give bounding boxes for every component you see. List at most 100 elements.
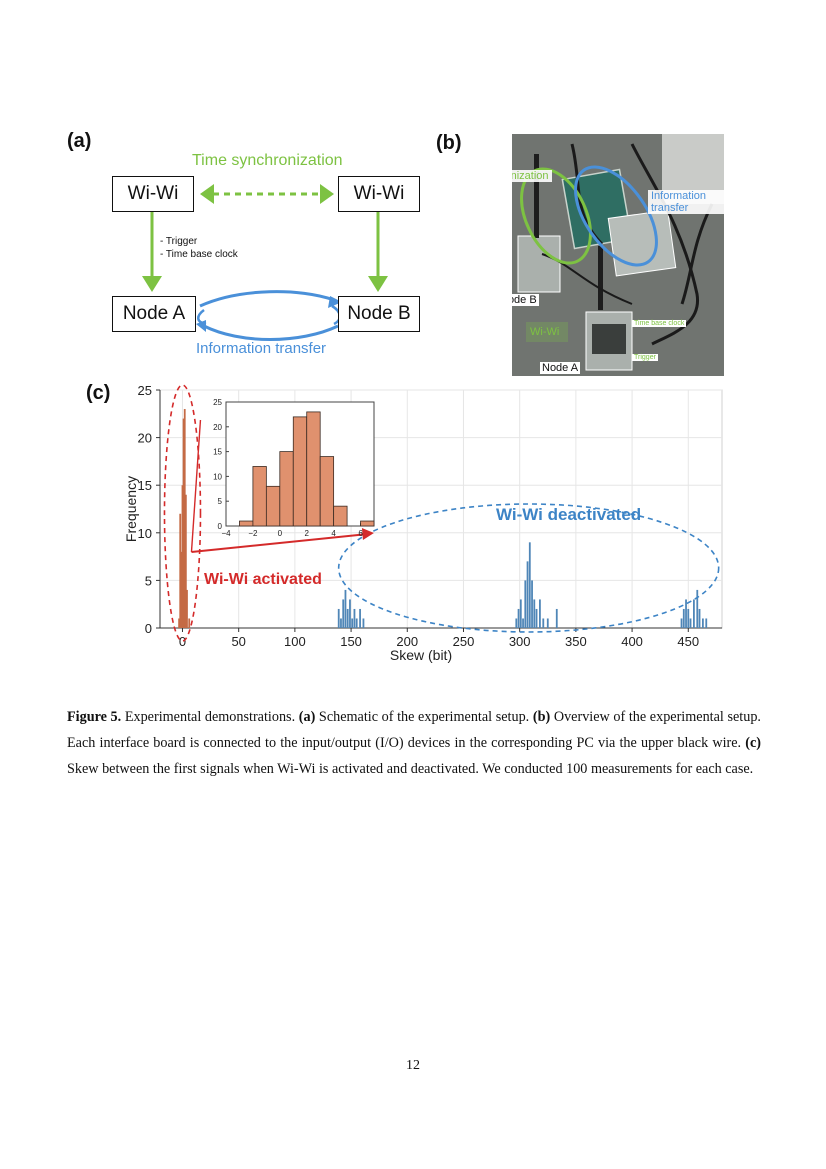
histogram-bar xyxy=(180,551,183,628)
histogram-bar xyxy=(539,599,541,628)
callout-arrow-head xyxy=(361,528,374,540)
photo-node-a-label: Node A xyxy=(540,362,581,374)
x-tick-label: 150 xyxy=(340,634,362,649)
inset-x-tick-label: 4 xyxy=(331,529,336,538)
wiwi-left-box: Wi-Wi xyxy=(112,176,194,212)
inset-histogram-bar xyxy=(265,485,281,527)
x-tick-label: 0 xyxy=(179,634,186,649)
x-tick-label: 350 xyxy=(565,634,587,649)
histogram-bar xyxy=(526,561,529,628)
inset-x-tick-label: 6 xyxy=(358,529,363,538)
info-arc-top xyxy=(199,290,335,308)
callout-arrow-up xyxy=(190,419,202,553)
y-axis-label: Frequency xyxy=(123,476,139,542)
x-tick-label: 450 xyxy=(677,634,699,649)
inset-y-tick-label: 5 xyxy=(218,497,223,506)
photo-node-b-label: Node B xyxy=(512,294,539,306)
histogram-bar xyxy=(689,618,692,628)
x-tick-label: 300 xyxy=(509,634,531,649)
histogram-bar xyxy=(188,618,191,628)
histogram-bar xyxy=(693,599,695,628)
histogram-bar xyxy=(687,608,690,628)
inset-x-tick-label: 2 xyxy=(305,529,310,538)
caption-a-text: Schematic of the experimental setup. xyxy=(315,709,533,725)
histogram-bar xyxy=(555,608,558,628)
histogram-bar xyxy=(186,589,188,628)
panel-label-c: (c) xyxy=(86,382,111,404)
inset-histogram-bar xyxy=(319,456,335,527)
caption-b-text: Overview of the experimental setup. Each… xyxy=(67,709,761,751)
histogram-bar xyxy=(178,618,181,628)
sync-arrow-right xyxy=(320,184,334,204)
histogram-bar xyxy=(359,608,361,628)
histogram-bar xyxy=(522,618,524,628)
photo-wiwi-label: Wi-Wi xyxy=(530,326,560,338)
inset-y-tick-label: 0 xyxy=(218,522,223,531)
histogram-bar xyxy=(528,542,531,628)
trigger-arrow-right xyxy=(368,276,388,292)
y-tick-label: 10 xyxy=(138,526,152,541)
y-tick-label: 15 xyxy=(138,478,152,493)
info-curl-left xyxy=(197,309,207,326)
histogram-bar xyxy=(533,599,536,628)
histogram-bar xyxy=(685,599,687,628)
histogram-bar xyxy=(546,618,549,628)
histogram-bar xyxy=(346,608,349,628)
histogram-bar xyxy=(698,608,701,628)
schematic-arrows xyxy=(142,184,388,341)
deactivated-label: Wi-Wi deactivated xyxy=(496,505,641,524)
y-tick-label: 0 xyxy=(145,621,152,636)
sync-arrow-left xyxy=(200,184,214,204)
histogram-bar xyxy=(517,608,520,628)
histogram-bar xyxy=(183,409,186,628)
photo-time-base-clock-label: Time base clock xyxy=(632,320,687,327)
histogram-bar xyxy=(353,608,356,628)
histogram-bar xyxy=(179,513,182,628)
clock-note: - Time base clock xyxy=(160,249,238,260)
histogram-bar xyxy=(182,418,185,628)
inset-histogram-bar xyxy=(360,520,375,527)
time-sync-label: Time synchronization xyxy=(192,152,343,169)
trigger-arrow-left xyxy=(142,276,162,292)
x-tick-label: 50 xyxy=(231,634,245,649)
x-tick-label: 250 xyxy=(453,634,475,649)
histogram-bar xyxy=(351,618,354,628)
caption-intro: Experimental demonstrations. xyxy=(121,709,299,725)
x-tick-label: 400 xyxy=(621,634,643,649)
inset-histogram-bar xyxy=(239,520,254,527)
caption-a-label: (a) xyxy=(298,709,316,725)
deactivated-ellipse xyxy=(337,503,720,633)
histogram-bar xyxy=(349,599,351,628)
x-tick-label: 200 xyxy=(396,634,418,649)
histogram-bar xyxy=(340,618,342,628)
histogram-bar xyxy=(362,618,365,628)
photo-time-sync-label: Time synchronization xyxy=(512,170,552,182)
inset-y-tick-label: 20 xyxy=(213,423,222,432)
histogram-bar xyxy=(701,618,704,628)
y-tick-label: 25 xyxy=(138,383,152,398)
info-arc-bottom xyxy=(203,324,339,341)
histogram-bar xyxy=(515,618,518,628)
info-arrow-top xyxy=(328,296,342,308)
activated-ellipse xyxy=(163,384,202,642)
page-number: 12 xyxy=(406,1058,420,1073)
callout-arrow-line xyxy=(191,533,369,553)
info-transfer-label: Information transfer xyxy=(196,340,327,357)
histogram-bar xyxy=(181,485,184,628)
inset-histogram-bar xyxy=(279,451,294,527)
activated-label: Wi-Wi activated xyxy=(204,571,322,588)
caption-figure-label: Figure 5. xyxy=(67,709,122,725)
node-a-box: Node A xyxy=(112,296,196,332)
y-tick-label: 5 xyxy=(145,573,152,588)
trigger-note: - Trigger xyxy=(160,236,198,247)
histogram-bar xyxy=(337,608,340,628)
node-b-box: Node B xyxy=(338,296,420,332)
histogram-bar xyxy=(696,589,699,628)
histogram-bar xyxy=(519,599,522,628)
caption-b-label: (b) xyxy=(532,709,551,725)
histogram-bar xyxy=(680,618,683,628)
inset-histogram-bar xyxy=(306,411,321,527)
x-axis-label: Skew (bit) xyxy=(390,647,452,663)
